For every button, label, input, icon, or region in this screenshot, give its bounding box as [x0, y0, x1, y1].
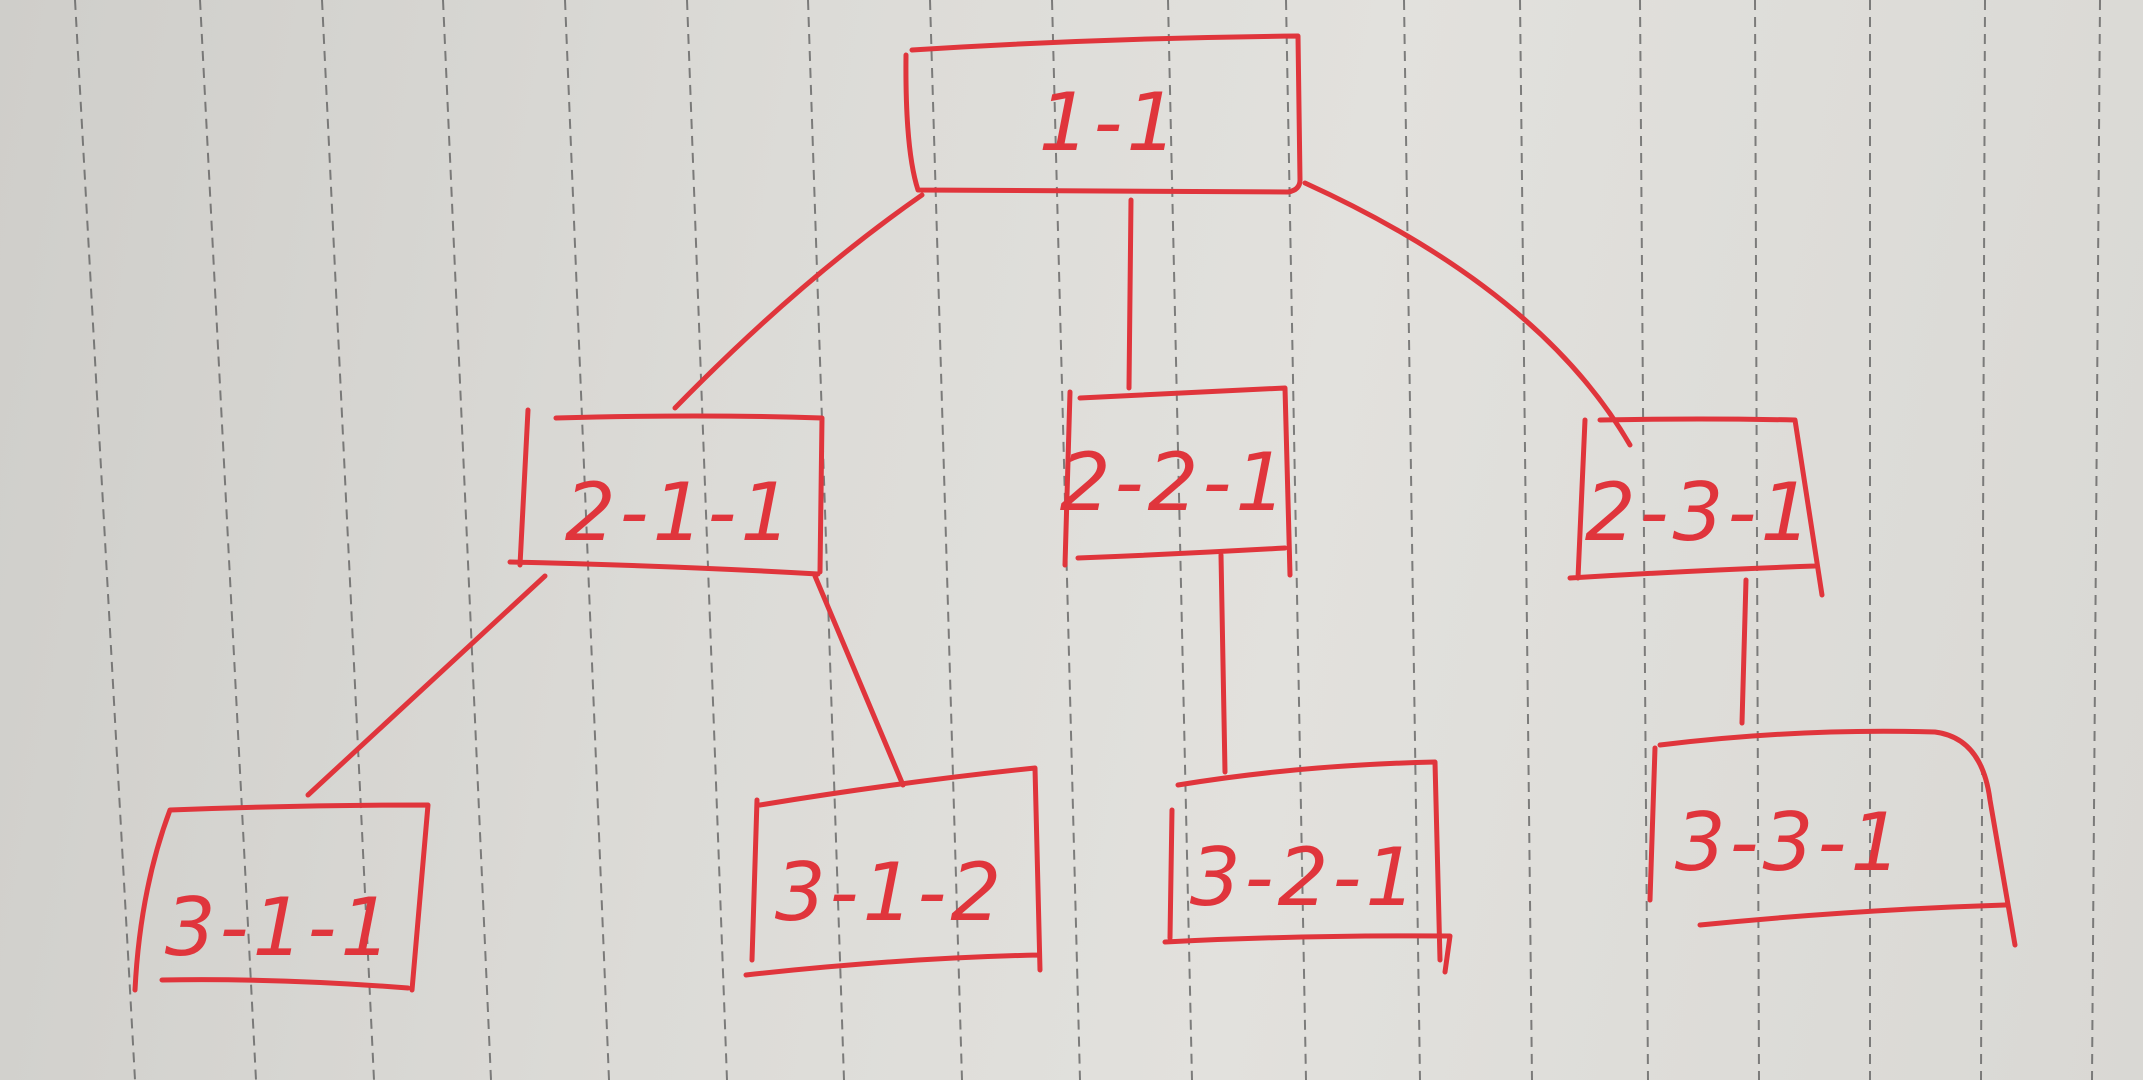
node-2-1-1: 2-1-1 — [507, 407, 825, 577]
edge-2-3-1-to-3-3-1 — [1739, 577, 1749, 726]
node-label-2-1-1: 2-1-1 — [565, 466, 795, 559]
node-label-3-2-1: 3-2-1 — [1190, 831, 1420, 924]
node-label-2-3-1: 2-3-1 — [1585, 466, 1815, 559]
node-2-3-1: 2-3-1 — [1567, 416, 1825, 598]
ruling-line — [74, 0, 136, 1080]
node-root: 1-1 — [903, 33, 1303, 195]
node-label-2-2-1: 2-2-1 — [1060, 436, 1290, 529]
edge-2-1-1-to-3-1-2 — [812, 573, 906, 788]
node-label-3-1-1: 3-1-1 — [165, 881, 395, 974]
ruling-line — [199, 0, 257, 1080]
node-box — [903, 33, 1303, 195]
node-3-1-2: 3-1-2 — [743, 765, 1043, 978]
node-2-2-1: 2-2-1 — [1060, 385, 1293, 578]
node-box — [132, 802, 431, 993]
node-label-3-3-1: 3-3-1 — [1675, 796, 1905, 889]
node-box — [1647, 728, 2018, 948]
node-3-3-1: 3-3-1 — [1647, 728, 2018, 948]
node-box — [507, 407, 825, 577]
ruling-line — [321, 0, 375, 1080]
node-box — [743, 765, 1043, 978]
node-box — [1567, 416, 1825, 598]
node-box — [1062, 385, 1293, 578]
node-3-2-1: 3-2-1 — [1162, 759, 1453, 975]
node-3-1-1: 3-1-1 — [132, 802, 431, 993]
edge-root-to-2-2-1 — [1126, 197, 1134, 391]
edge-root-to-2-3-1 — [1302, 180, 1633, 448]
node-box — [1162, 759, 1453, 975]
edge-2-2-1-to-3-2-1 — [1218, 552, 1228, 775]
edge-root-to-2-1-1 — [672, 192, 925, 411]
node-label-3-1-2: 3-1-2 — [775, 846, 1005, 939]
edge-2-1-1-to-3-1-1 — [305, 573, 548, 798]
node-label-root: 1-1 — [1039, 76, 1182, 169]
